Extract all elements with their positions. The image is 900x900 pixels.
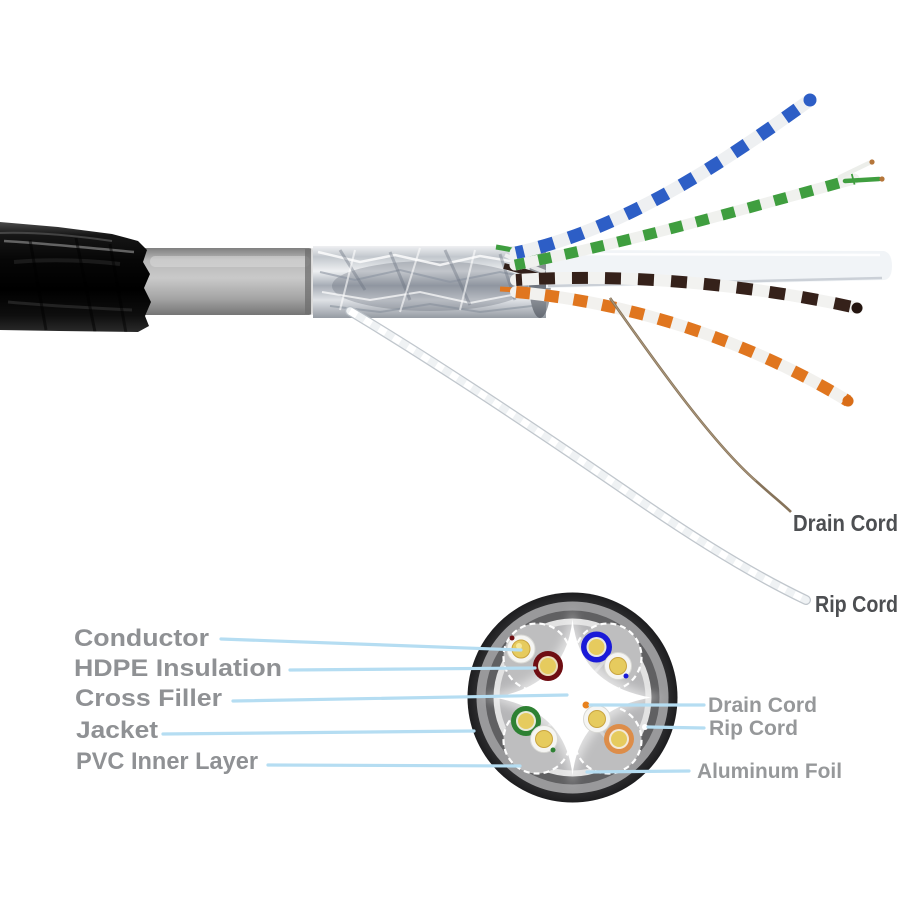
conductor-orange-br	[604, 724, 634, 754]
label-rip-cord: Rip Cord	[709, 717, 798, 740]
green-pair-copper-tip	[879, 176, 885, 182]
orange-white-pair	[510, 286, 854, 407]
green-tail-dot	[550, 747, 556, 753]
cs-conductors	[506, 631, 648, 754]
green-pair-copper-tip	[869, 159, 875, 165]
jacket-texture	[0, 231, 135, 332]
label-cross-filler: Cross Filler	[75, 685, 222, 712]
cs-drain-cord-dot	[582, 701, 590, 709]
conductor-maroon-tl	[533, 651, 563, 681]
leader-lines	[161, 637, 706, 774]
label-aluminum-foil: Aluminum Foil	[697, 760, 842, 783]
cross-section-diagram	[467, 592, 678, 803]
cross-section-labels-right: Drain Cord Rip Cord Aluminum Foil	[697, 694, 842, 783]
label-jacket: Jacket	[76, 717, 158, 744]
leader-hdpe-insulation	[288, 666, 537, 672]
cross-section-labels-left: Conductor HDPE Insulation Cross Filler J…	[74, 625, 282, 775]
leader-aluminum-foil	[585, 769, 691, 774]
cable-photo: Drain Cord Rip Cord	[0, 93, 898, 617]
cs-rip-cord-dot	[642, 724, 648, 730]
foil-crinkle-lines	[317, 247, 543, 314]
green-white-pair	[509, 159, 885, 271]
photo-label-rip-cord: Rip Cord	[815, 591, 898, 617]
conductor-white-br	[583, 705, 611, 733]
cs-cross-filler	[479, 604, 666, 791]
conductor-green-bl	[511, 706, 541, 736]
leader-jacket	[161, 729, 476, 736]
blue-tail-dot	[623, 673, 629, 679]
blue-white-pair	[509, 93, 817, 260]
photo-label-drain-cord: Drain Cord	[793, 510, 898, 536]
leader-conductor	[219, 637, 523, 652]
maroon-tail-dot	[509, 635, 515, 641]
conductor-white-bl	[530, 725, 558, 753]
pvc-inner-tube	[130, 248, 314, 315]
cable-jacket	[0, 222, 151, 332]
leader-pvc-inner-layer	[266, 763, 522, 768]
leader-rip-cord	[646, 725, 706, 730]
label-drain-cord: Drain Cord	[708, 694, 817, 717]
rip-cord-string	[345, 306, 811, 605]
leader-cross-filler	[231, 693, 569, 703]
brown-white-pair	[510, 271, 863, 314]
drain-wire	[608, 297, 792, 513]
conductor-white-tr	[604, 652, 632, 680]
label-conductor: Conductor	[74, 625, 209, 652]
label-pvc-inner-layer: PVC Inner Layer	[76, 748, 258, 775]
conductor-blue-tr	[581, 631, 612, 663]
label-hdpe-insulation: HDPE Insulation	[74, 655, 282, 682]
